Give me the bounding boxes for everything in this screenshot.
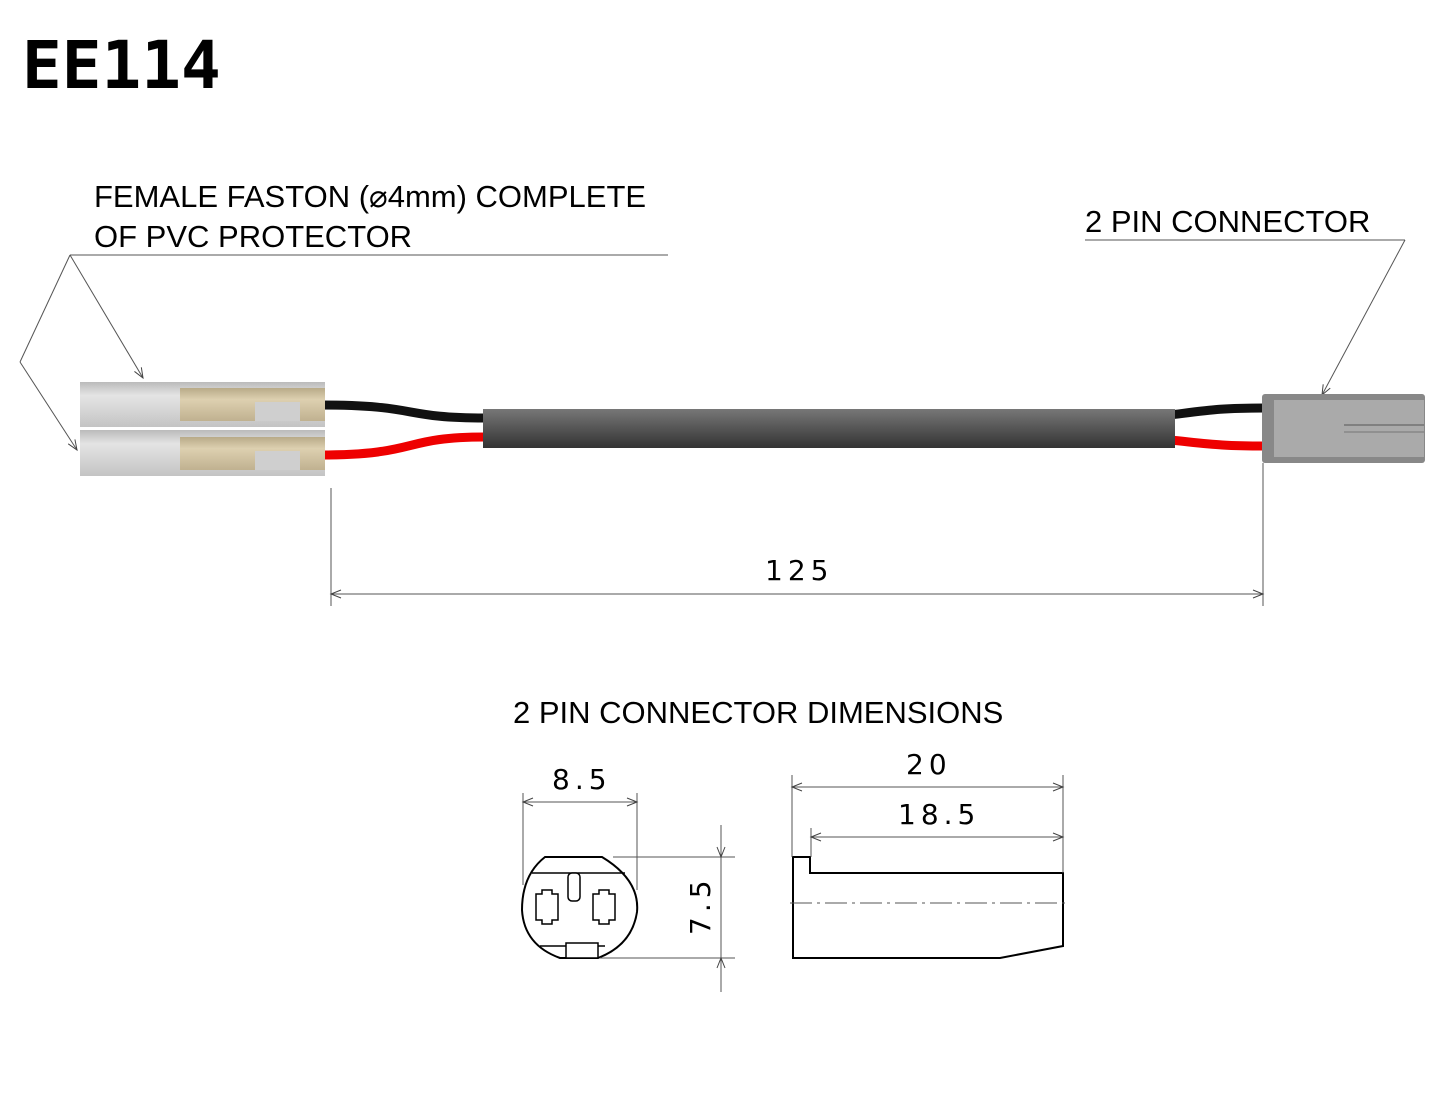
faston-leader xyxy=(19,254,71,363)
connector-side-view xyxy=(790,856,1068,959)
black-wire-right xyxy=(1169,403,1266,420)
connector-leader-arrow xyxy=(1321,239,1406,397)
faston-label-line2: OF PVC PROTECTOR xyxy=(94,219,412,254)
connector-width-value: 8.5 xyxy=(552,763,612,796)
faston-label-line1: FEMALE FASTON (⌀4mm) COMPLETE xyxy=(94,179,646,214)
red-wire-left xyxy=(319,432,486,460)
connector-front-view xyxy=(520,856,639,959)
black-wire-left xyxy=(319,400,486,423)
faston-bottom xyxy=(80,430,325,476)
faston-leader-arrow-bottom xyxy=(19,361,78,452)
faston-leader-arrow-top xyxy=(69,254,144,380)
connector-height-value: 7.5 xyxy=(684,875,717,935)
connector-label: 2 PIN CONNECTOR xyxy=(1085,204,1370,239)
cable-length-value: 125 xyxy=(765,554,833,587)
dimensions-heading: 2 PIN CONNECTOR DIMENSIONS xyxy=(513,695,1003,730)
cable-sheath xyxy=(483,409,1175,448)
two-pin-connector xyxy=(1262,394,1425,463)
part-number-title: EE114 xyxy=(22,27,221,104)
connector-length-body-value: 18.5 xyxy=(898,798,980,831)
faston-top xyxy=(80,382,325,427)
connector-length-total-value: 20 xyxy=(906,748,952,781)
red-wire-right xyxy=(1169,435,1266,451)
